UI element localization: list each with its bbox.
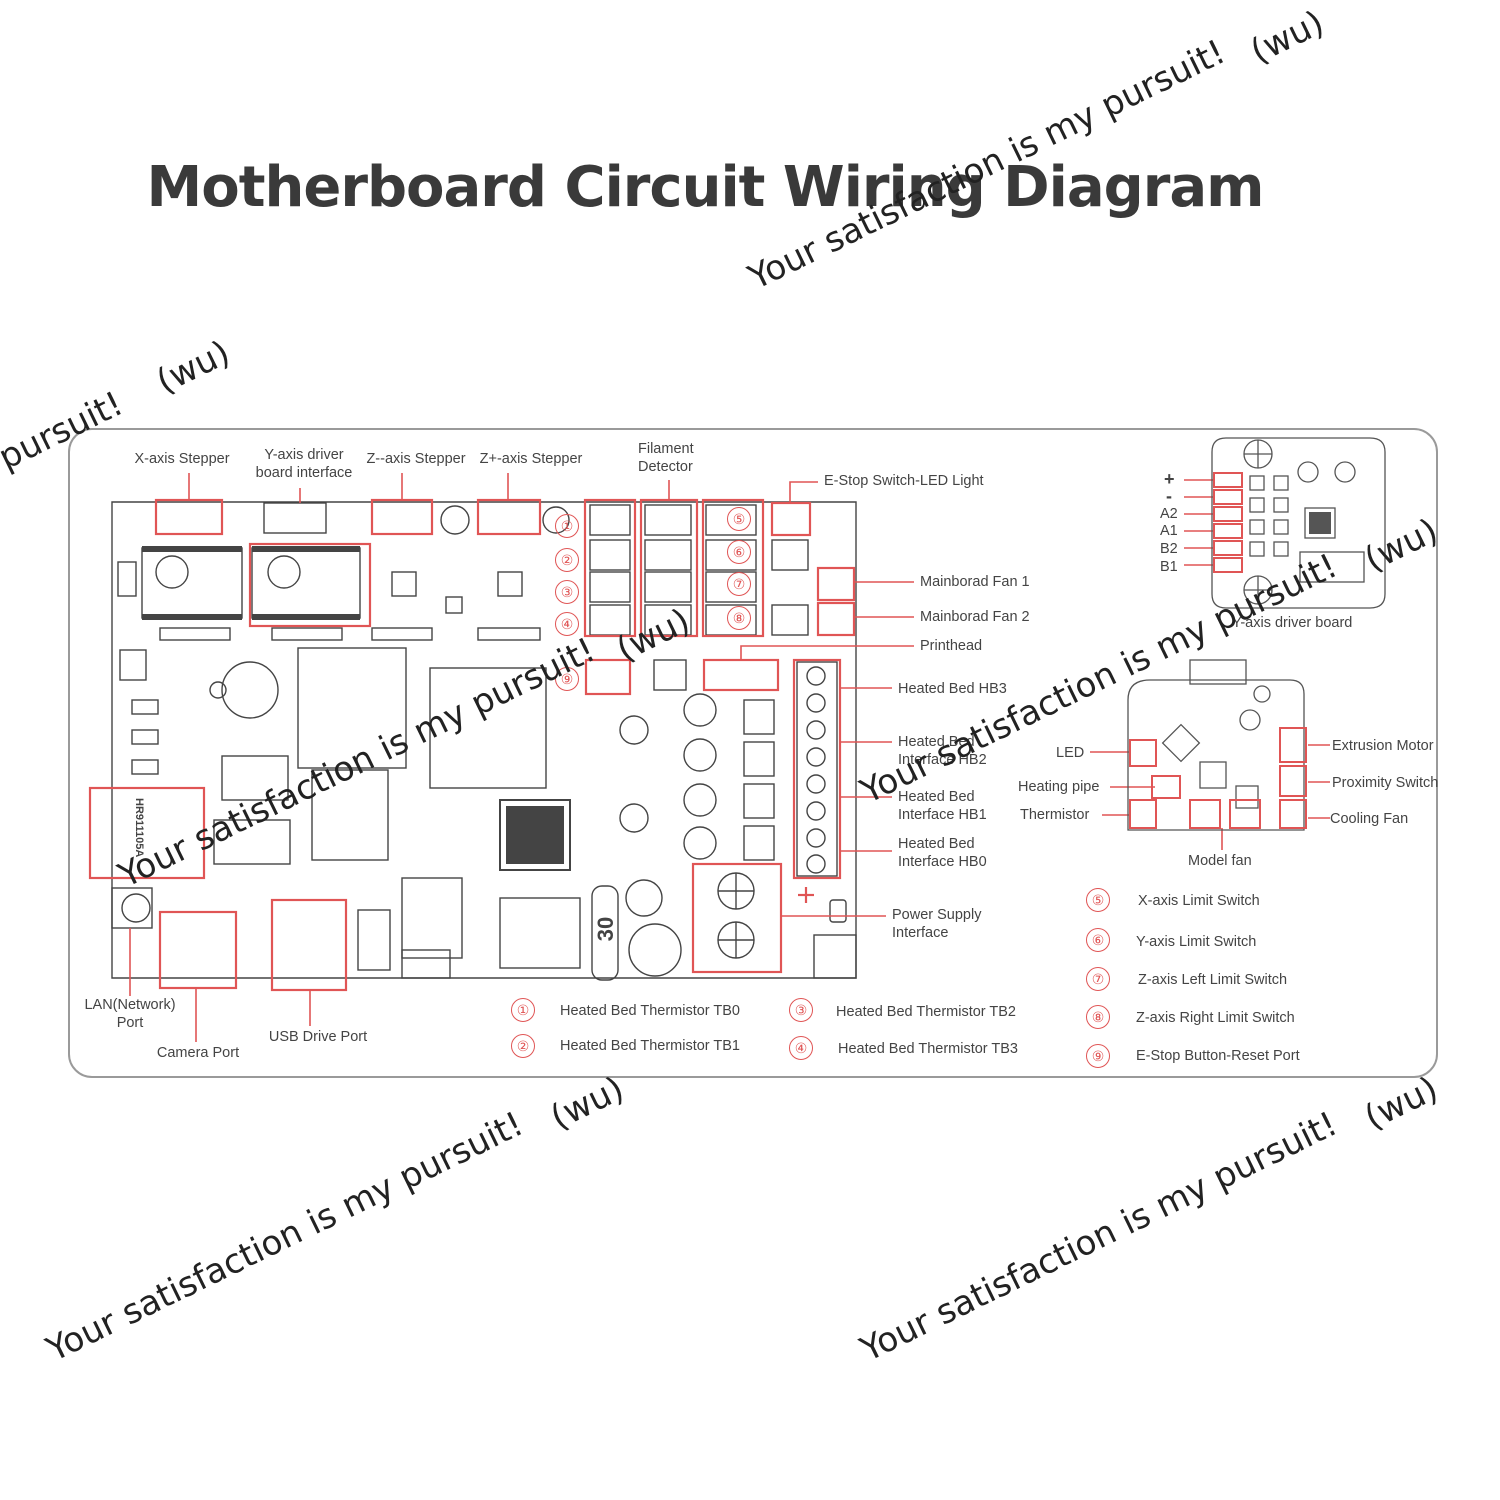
label-printhead: Printhead [920, 638, 983, 654]
marker-1: ① [555, 514, 579, 538]
marker-6: ⑥ [727, 540, 751, 564]
label-thermistor: Thermistor [1020, 807, 1090, 823]
label-socket-number: 30 [593, 916, 619, 942]
connector-highlights [88, 498, 856, 992]
label-z-minus-stepper: Z--axis Stepper [366, 451, 466, 467]
marker-9: ⑨ [555, 667, 579, 691]
label-estop-led: E-Stop Switch-LED Light [824, 473, 984, 489]
label-x-axis-stepper: X-axis Stepper [134, 451, 230, 467]
printhead-board [1127, 659, 1307, 831]
label-y-driver-board: Y-axis driver board [1232, 615, 1353, 631]
label-heated-bed-hb2: Heated Bed Interface HB2 [898, 734, 987, 768]
legend-num-1: ① [511, 998, 535, 1022]
label-mainboard-fan-2: Mainborad Fan 2 [920, 609, 1030, 625]
label-lan-port: LAN(Network) Port [84, 997, 176, 1031]
label-led: LED [1056, 745, 1085, 761]
legend-text-8: Z-axis Right Limit Switch [1136, 1010, 1295, 1026]
pin-minus: - [1166, 486, 1172, 506]
legend-text-2: Heated Bed Thermistor TB1 [560, 1038, 740, 1054]
marker-7: ⑦ [727, 572, 751, 596]
legend-num-4: ④ [789, 1036, 813, 1060]
label-proximity-switch: Proximity Switch [1332, 775, 1439, 791]
legend-num-8: ⑧ [1086, 1005, 1110, 1029]
label-cooling-fan: Cooling Fan [1330, 811, 1409, 827]
leader-lines [129, 473, 1330, 1042]
label-model-fan: Model fan [1188, 853, 1252, 869]
legend-text-9: E-Stop Button-Reset Port [1136, 1048, 1300, 1064]
label-power-supply: Power Supply Interface [892, 907, 982, 941]
label-heating-pipe: Heating pipe [1018, 779, 1100, 795]
legend-text-1: Heated Bed Thermistor TB0 [560, 1003, 740, 1019]
pin-b2: B2 [1160, 541, 1178, 557]
pin-plus: + [1164, 469, 1175, 489]
marker-2: ② [555, 548, 579, 572]
label-usb-drive-port: USB Drive Port [268, 1029, 368, 1045]
legend-num-7: ⑦ [1086, 967, 1110, 991]
label-heated-bed-hb3: Heated Bed HB3 [898, 681, 1007, 697]
label-filament-detector: Filament Detector [638, 441, 694, 475]
label-z-plus-stepper: Z+-axis Stepper [479, 451, 583, 467]
pin-a1: A1 [1160, 523, 1178, 539]
pin-a2: A2 [1160, 506, 1178, 522]
page-title: Motherboard Circuit Wiring Diagram [146, 155, 1265, 220]
legend-text-3: Heated Bed Thermistor TB2 [836, 1004, 1016, 1020]
legend-text-6: Y-axis Limit Switch [1136, 934, 1257, 950]
legend-text-4: Heated Bed Thermistor TB3 [838, 1041, 1018, 1057]
label-heated-bed-hb1: Heated Bed Interface HB1 [898, 789, 987, 823]
legend-num-3: ③ [789, 998, 813, 1022]
label-mainboard-fan-1: Mainborad Fan 1 [920, 574, 1030, 590]
diagram-frame [68, 428, 1438, 1078]
legend-num-6: ⑥ [1086, 928, 1110, 952]
pin-b1: B1 [1160, 559, 1178, 575]
legend-text-5: X-axis Limit Switch [1138, 893, 1260, 909]
label-heated-bed-hb0: Heated Bed Interface HB0 [898, 836, 987, 870]
marker-3: ③ [555, 580, 579, 604]
label-camera-port: Camera Port [156, 1045, 240, 1061]
marker-5: ⑤ [727, 507, 751, 531]
legend-num-2: ② [511, 1034, 535, 1058]
marker-8: ⑧ [727, 606, 751, 630]
y-driver-board [1211, 437, 1386, 609]
legend-text-7: Z-axis Left Limit Switch [1138, 972, 1288, 988]
legend-num-9: ⑨ [1086, 1044, 1110, 1068]
label-y-axis-driver-interface: Y-axis driver board interface [255, 447, 353, 481]
legend-num-5: ⑤ [1086, 888, 1110, 912]
marker-4: ④ [555, 612, 579, 636]
label-extrusion-motor: Extrusion Motor [1332, 738, 1434, 754]
motherboard [111, 501, 857, 981]
